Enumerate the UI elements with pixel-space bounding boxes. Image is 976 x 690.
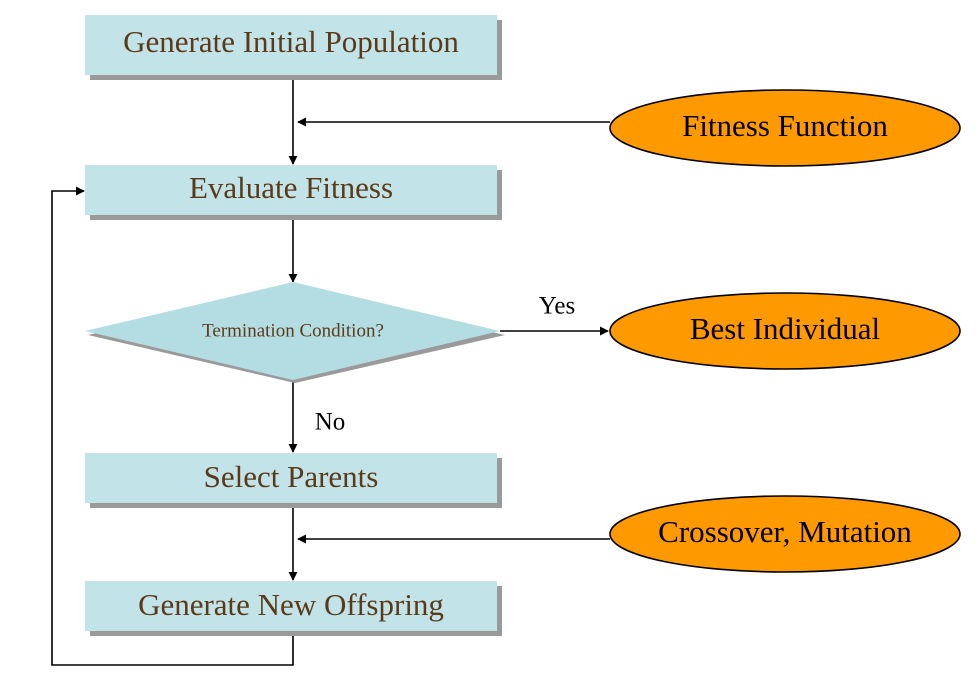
node-best-individual-label: Best Individual	[690, 311, 880, 346]
node-select-parents: Select Parents	[85, 453, 502, 508]
node-termination-condition: Termination Condition?	[85, 282, 505, 383]
node-crossover-mutation-label: Crossover, Mutation	[658, 514, 912, 549]
node-crossover-mutation: Crossover, Mutation	[609, 495, 961, 573]
node-select-parents-label: Select Parents	[204, 459, 379, 494]
node-fitness-function-label: Fitness Function	[682, 108, 888, 143]
node-fitness-function: Fitness Function	[609, 89, 961, 167]
node-generate-initial-population-label: Generate Initial Population	[123, 24, 459, 59]
node-generate-new-offspring: Generate New Offspring	[85, 581, 502, 636]
node-generate-new-offspring-label: Generate New Offspring	[138, 587, 444, 622]
edge-label-yes: Yes	[539, 293, 575, 320]
node-generate-initial-population: Generate Initial Population	[85, 15, 502, 80]
node-best-individual: Best Individual	[609, 292, 961, 370]
edge-loop-back	[51, 186, 294, 666]
node-termination-condition-label: Termination Condition?	[202, 320, 384, 341]
edge-label-no: No	[315, 409, 346, 436]
node-evaluate-fitness: Evaluate Fitness	[85, 165, 502, 220]
node-evaluate-fitness-label: Evaluate Fitness	[189, 170, 393, 205]
